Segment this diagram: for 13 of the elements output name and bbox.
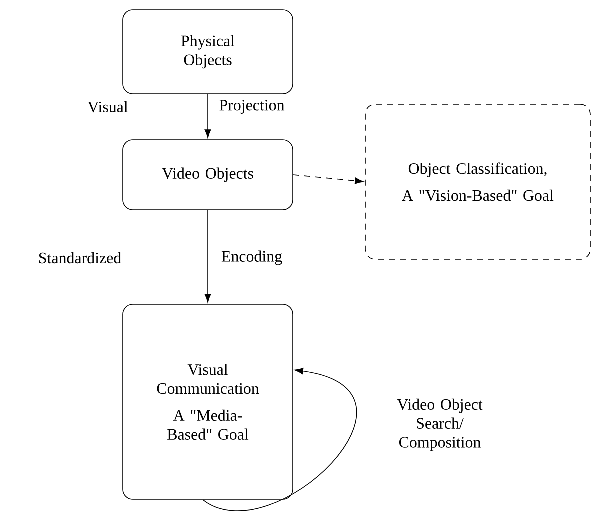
arrow	[204, 210, 212, 303]
process-box: Video Objects	[122, 140, 294, 210]
arrow-caption: Projection	[220, 100, 285, 114]
arrow	[204, 94, 212, 138]
edge-label: Video Object Search/ Composition	[397, 398, 483, 452]
arrow-caption: Encoding	[222, 250, 282, 266]
arrow-caption: Standardized	[39, 252, 122, 264]
arrow	[293, 174, 364, 184]
process-box: Physical Objects	[122, 10, 294, 94]
dashed-box: Object Classification, A "Vision-Based" Goal	[365, 104, 591, 260]
arrow-caption: Visual	[88, 101, 128, 113]
arrow	[202, 368, 357, 512]
process-box: Visual Communication A "Media-Based" Goal	[122, 304, 294, 500]
